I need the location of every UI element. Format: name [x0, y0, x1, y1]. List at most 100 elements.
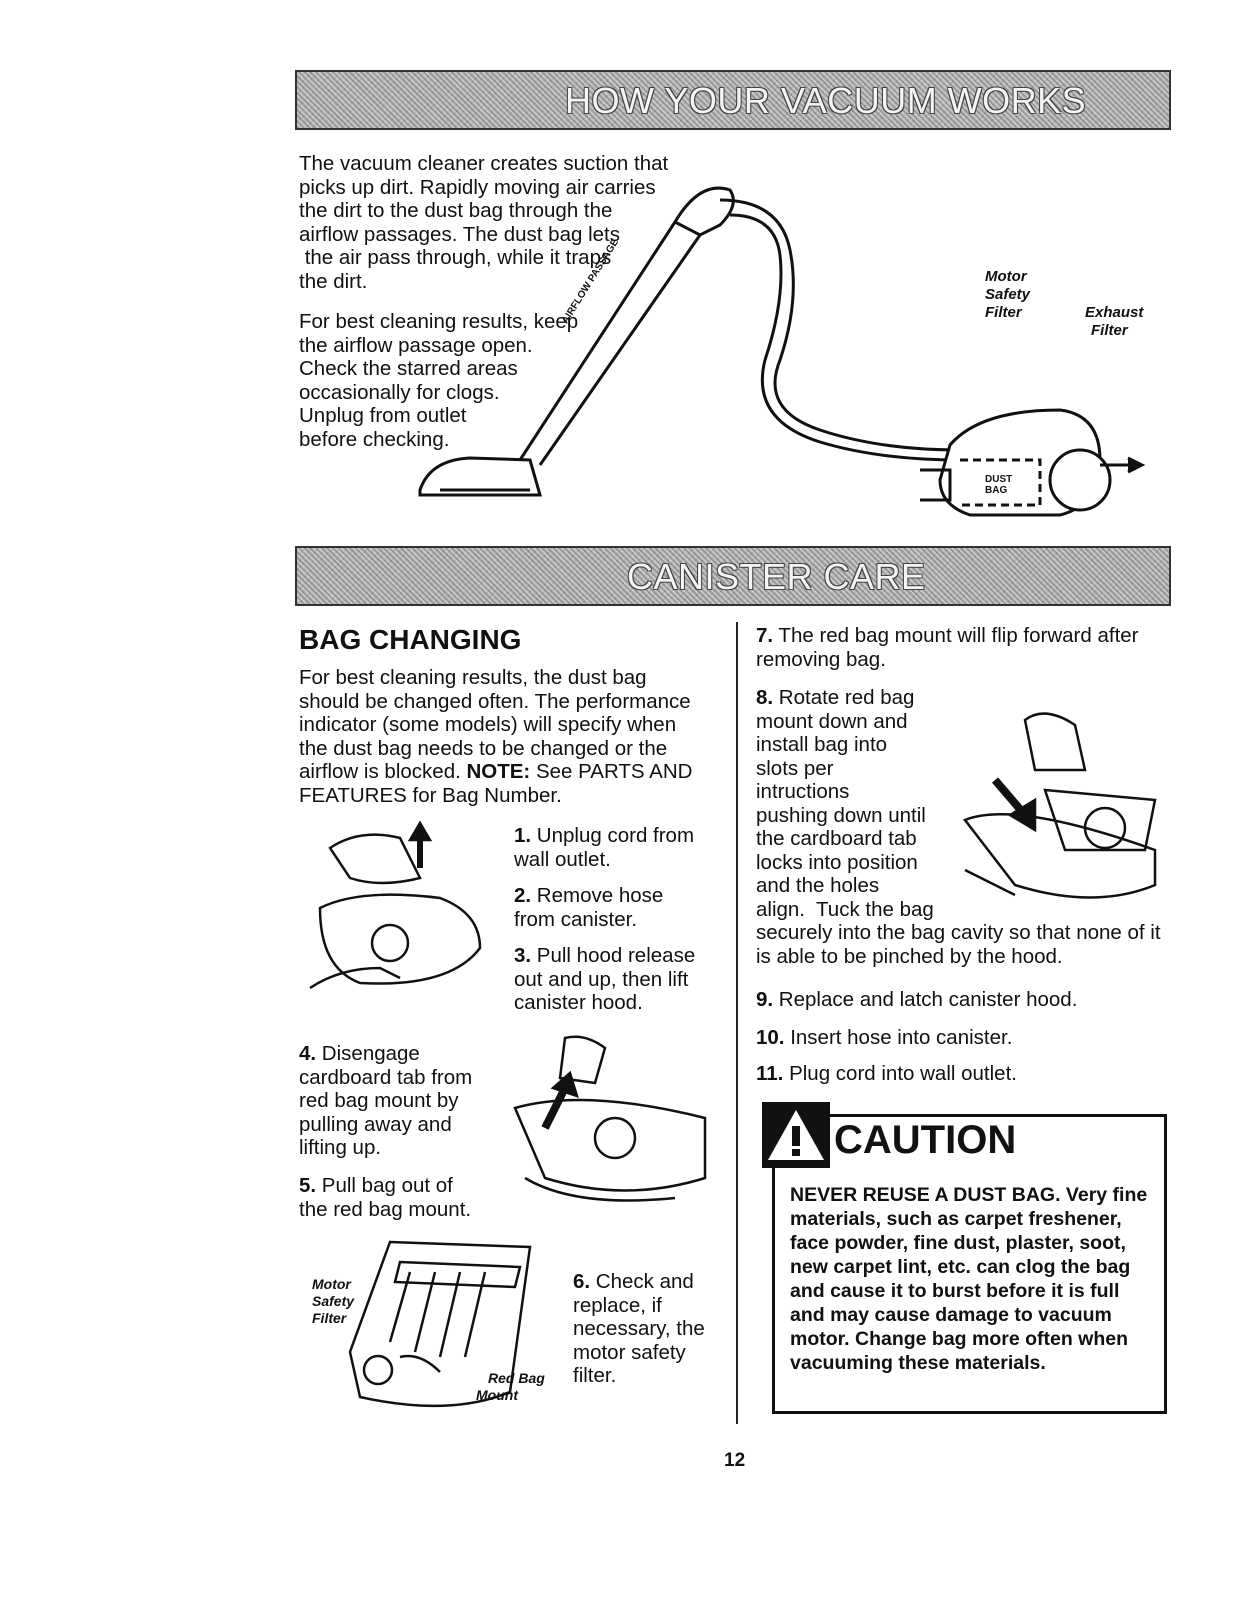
- caution-left-rule: [772, 1168, 775, 1414]
- bag-changing-intro: For best cleaning results, the dust bag …: [299, 666, 692, 807]
- step-number: 1.: [514, 824, 532, 847]
- motor-safety-filter-label: Motor Safety Filter: [985, 268, 1030, 322]
- label-line: Filter: [985, 304, 1022, 321]
- text-span: See PARTS AND: [530, 760, 693, 783]
- banner-title: CANISTER CARE: [627, 556, 926, 597]
- step-line: install bag into: [756, 733, 888, 756]
- caution-body: NEVER REUSE A DUST BAG. Very fine materi…: [790, 1184, 1148, 1374]
- step-line: filter.: [573, 1364, 617, 1387]
- step-text: Check and: [590, 1270, 694, 1293]
- label-line: Safety: [312, 1293, 355, 1309]
- text-line: before checking.: [299, 427, 450, 451]
- label-line: Filter: [1091, 322, 1128, 339]
- step-8: 8. Rotate red bag mount down and install…: [756, 686, 1161, 968]
- text-line: For best cleaning results, keep: [299, 310, 579, 333]
- step-line: mount down and: [756, 709, 908, 733]
- label-line: BAG: [985, 485, 1008, 496]
- motor-safety-filter-label-small: Motor Safety Filter: [312, 1276, 354, 1327]
- text-line: picks up dirt. Rapidly moving air carrie…: [299, 175, 656, 199]
- step-line: 1. Unplug cord from: [514, 824, 694, 848]
- step-line: 8. Rotate red bag: [756, 686, 1161, 710]
- step-line: wall outlet.: [514, 847, 611, 871]
- note-label: NOTE:: [466, 760, 531, 783]
- caution-title: CAUTION: [834, 1118, 1017, 1162]
- vacuum-airflow-diagram: [418, 186, 1146, 517]
- step-line: 6. Check and: [573, 1270, 705, 1294]
- step-5: 5. Pull bag out of the red bag mount.: [299, 1174, 471, 1221]
- banner-how-vacuum-works: HOW YOUR VACUUM WORKS: [295, 70, 1171, 130]
- caution-header-rule: [830, 1114, 1167, 1117]
- step-11: 11. Plug cord into wall outlet.: [756, 1062, 1017, 1086]
- step-line: pushing down until: [756, 803, 926, 827]
- label-line: Safety: [985, 286, 1031, 303]
- text-line: the dust bag needs to be changed or the: [299, 736, 668, 760]
- banner-title: HOW YOUR VACUUM WORKS: [565, 80, 1087, 121]
- step-line: 2. Remove hose: [514, 884, 663, 908]
- step-9: 9. Replace and latch canister hood.: [756, 988, 1077, 1012]
- step-line: 4. Disengage: [299, 1042, 472, 1066]
- step-7: 7. The red bag mount will flip forward a…: [756, 624, 1139, 671]
- step-line: pulling away and: [299, 1112, 452, 1136]
- step-2: 2. Remove hose from canister.: [514, 884, 663, 931]
- step-10: 10. Insert hose into canister.: [756, 1026, 1012, 1050]
- text-line: FEATURES for Bag Number.: [299, 783, 562, 807]
- step-line: the red bag mount.: [299, 1197, 472, 1221]
- text-line: the air pass through, while it traps: [299, 246, 612, 269]
- hood-release-illustration: [309, 820, 482, 990]
- step-number: 4.: [299, 1042, 317, 1065]
- text-line: indicator (some models) will specify whe…: [299, 713, 677, 736]
- step-line: 11. Plug cord into wall outlet.: [756, 1062, 1017, 1086]
- step-line: necessary, the: [573, 1317, 705, 1340]
- step-4: 4. Disengage cardboard tab from red bag …: [299, 1042, 472, 1160]
- label-line: Motor: [312, 1276, 351, 1292]
- step-line: is able to be pinched by the hood.: [756, 944, 1063, 968]
- bag-changing-heading: BAG CHANGING: [299, 624, 522, 655]
- step-line: align. Tuck the bag: [756, 897, 934, 921]
- step-text: Pull bag out of: [316, 1174, 453, 1197]
- install-bag-illustration: [963, 712, 1157, 899]
- step-text: Insert hose into canister.: [784, 1026, 1013, 1049]
- warning-triangle-icon: [762, 1102, 830, 1168]
- text-line: the dirt.: [299, 269, 368, 293]
- step-text: Replace and latch canister hood.: [773, 988, 1078, 1011]
- banner-canister-care: CANISTER CARE: [295, 546, 1171, 606]
- step-line: red bag mount by: [299, 1089, 459, 1112]
- step-line: 9. Replace and latch canister hood.: [756, 988, 1077, 1012]
- step-text: The red bag mount will flip forward afte…: [773, 624, 1139, 647]
- step-text: Rotate red bag: [773, 686, 915, 709]
- text-line: The vacuum cleaner creates suction that: [299, 152, 669, 175]
- step-text: Unplug cord from: [531, 824, 695, 847]
- step-line: motor safety: [573, 1340, 686, 1364]
- column-divider: [736, 622, 738, 1424]
- step-line: securely into the bag cavity so that non…: [756, 921, 1161, 944]
- step-line: intructions: [756, 780, 850, 803]
- label-line: Filter: [312, 1310, 347, 1326]
- text-line: should be changed often. The performance: [299, 689, 691, 713]
- intro-paragraph-2: For best cleaning results, keep the airf…: [299, 310, 578, 451]
- step-text: Pull hood release: [531, 944, 696, 967]
- exhaust-filter-label: Exhaust Filter: [1085, 304, 1143, 340]
- step-line: the cardboard tab: [756, 827, 917, 850]
- text-line: the dirt to the dust bag through the: [299, 199, 613, 222]
- step-line: replace, if: [573, 1293, 662, 1317]
- step-line: 7. The red bag mount will flip forward a…: [756, 624, 1139, 648]
- text-line: For best cleaning results, the dust bag: [299, 666, 647, 689]
- step-number: 7.: [756, 624, 774, 647]
- remove-bag-illustration: [513, 1035, 707, 1202]
- step-6: 6. Check and replace, if necessary, the …: [573, 1270, 705, 1388]
- step-text: Disengage: [316, 1042, 420, 1065]
- step-line: removing bag.: [756, 647, 886, 671]
- text-line: the airflow passage open.: [299, 333, 533, 357]
- step-number: 2.: [514, 884, 532, 907]
- text-line: Unplug from outlet: [299, 404, 467, 427]
- label-line: Red Bag: [488, 1370, 545, 1386]
- step-line: and the holes: [756, 874, 880, 897]
- text-line: Check the starred areas: [299, 357, 518, 380]
- dust-bag-label: DUST BAG: [985, 474, 1012, 496]
- intro-paragraph-1: The vacuum cleaner creates suction that …: [299, 152, 668, 293]
- label-line: DUST: [985, 474, 1013, 485]
- step-line: 5. Pull bag out of: [299, 1174, 471, 1198]
- step-line: canister hood.: [514, 991, 643, 1014]
- step-line: locks into position: [756, 850, 918, 874]
- step-1: 1. Unplug cord from wall outlet.: [514, 824, 694, 871]
